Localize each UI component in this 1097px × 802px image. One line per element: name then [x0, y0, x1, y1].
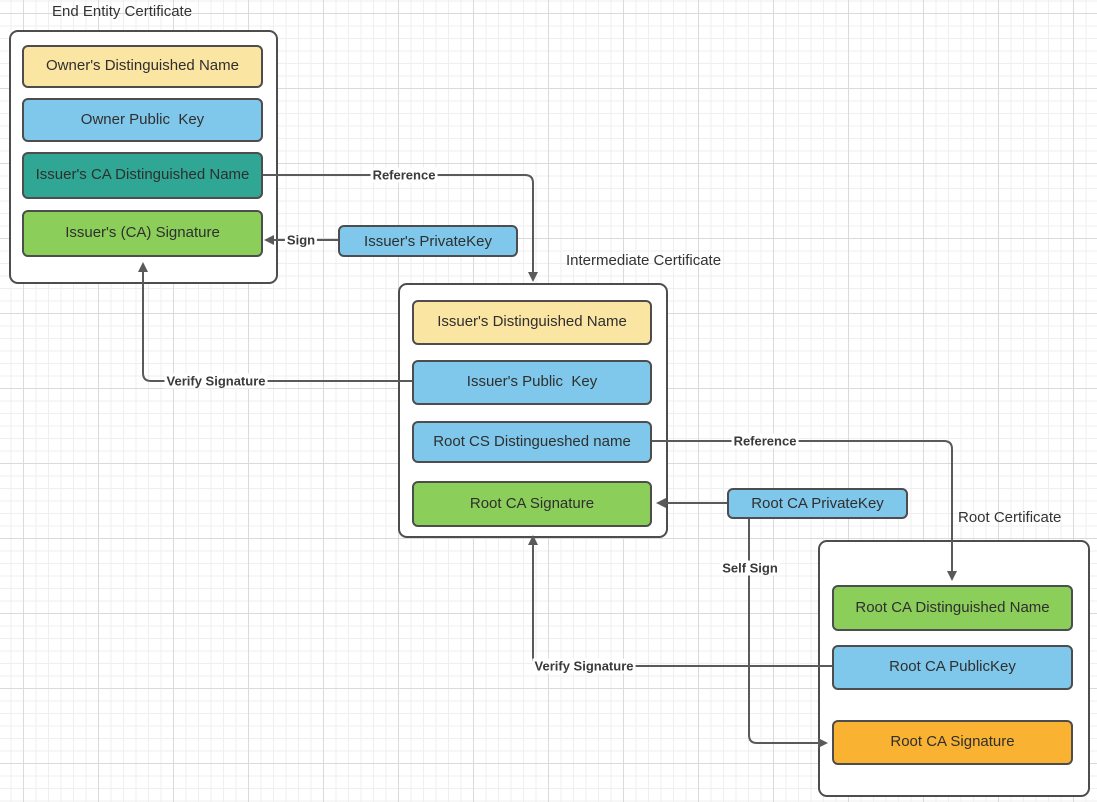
field-issuers-public-key: Issuer's Public Key [412, 360, 652, 405]
connector-label-verify-signature-bottom: Verify Signature [532, 658, 636, 674]
connector-reference-top [263, 174, 534, 272]
field-root-cs-distingueshed-name: Root CS Distingueshed name [412, 421, 652, 463]
field-root-ca-publickey: Root CA PublicKey [832, 645, 1073, 690]
connector-label-reference-top: Reference [370, 167, 438, 183]
intermediate-certificate-title: Intermediate Certificate [566, 252, 722, 269]
field-issuers-ca-signature: Issuer's (CA) Signature [22, 210, 263, 257]
connector-self-sign [748, 519, 818, 744]
connector-label-self-sign: Self Sign [720, 560, 780, 576]
field-owner-public-key: Owner Public Key [22, 98, 263, 142]
field-root-ca-signature-root: Root CA Signature [832, 720, 1073, 765]
field-owners-distinguished-name: Owner's Distinguished Name [22, 45, 263, 88]
end-entity-certificate-title: End Entity Certificate [52, 3, 193, 20]
connector-verify-signature-bottom [532, 545, 832, 667]
issuers-privatekey-box: Issuer's PrivateKey [338, 225, 518, 257]
connector-label-reference-middle: Reference [731, 433, 799, 449]
connector-label-verify-signature-left: Verify Signature [164, 373, 268, 389]
connector-verify-signature-left [142, 272, 412, 382]
root-certificate-title: Root Certificate [958, 509, 1062, 526]
field-root-ca-signature-intermediate: Root CA Signature [412, 481, 652, 527]
root-ca-privatekey-box: Root CA PrivateKey [727, 488, 908, 519]
field-issuers-ca-distinguished-name: Issuer's CA Distinguished Name [22, 152, 263, 199]
connector-label-sign: Sign [284, 232, 318, 248]
field-root-ca-distinguished-name: Root CA Distinguished Name [832, 585, 1073, 631]
field-issuers-distinguished-name: Issuer's Distinguished Name [412, 300, 652, 345]
